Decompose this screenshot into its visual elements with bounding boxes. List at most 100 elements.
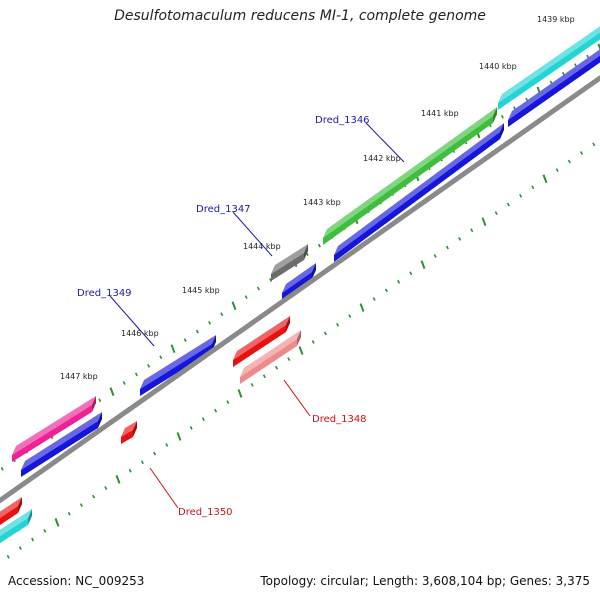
- gene-dred1347-strand[interactable]: [282, 272, 312, 300]
- minor-tick: [433, 254, 437, 258]
- gene-label-dred1350[interactable]: Dred_1350: [178, 507, 233, 518]
- gene-dred1350-top[interactable]: [121, 421, 137, 437]
- genome-summary-text: Topology: circular; Length: 3,608,104 bp…: [260, 574, 590, 588]
- gene-dred1346-strand[interactable]: [334, 132, 500, 262]
- ruler-label-1442: 1442 kbp: [363, 154, 401, 163]
- leader-dred1348: [283, 379, 311, 417]
- minor-tick: [287, 357, 291, 362]
- minor-tick: [592, 142, 596, 147]
- major-tick: [597, 43, 600, 51]
- major-tick: [170, 344, 176, 354]
- gene-dred1346-end[interactable]: [493, 107, 497, 123]
- accession-text: Accession: NC_009253: [8, 574, 145, 588]
- gene-dred1346-strand-end[interactable]: [500, 123, 504, 139]
- gene-dred1346-strand-top[interactable]: [334, 123, 504, 255]
- gene-dred1349-end[interactable]: [212, 335, 216, 351]
- minor-tick: [580, 151, 584, 155]
- gene-dred1350-end[interactable]: [133, 421, 137, 437]
- leader-dred1350: [149, 467, 179, 509]
- minor-tick: [372, 297, 376, 301]
- gene-red-left[interactable]: [0, 506, 18, 529]
- gene-magenta-end[interactable]: [92, 396, 96, 412]
- minor-tick: [122, 381, 126, 385]
- minor-tick: [555, 168, 559, 173]
- gene-cyan-top[interactable]: [498, 29, 600, 110]
- gene-dred1350[interactable]: [121, 430, 133, 444]
- minor-tick: [208, 321, 212, 325]
- major-tick: [542, 174, 548, 184]
- minor-tick: [189, 425, 193, 430]
- minor-tick: [244, 295, 248, 299]
- gene-dred1347-strand-end[interactable]: [312, 263, 316, 279]
- gene-label-dred1346[interactable]: Dred_1346: [315, 115, 370, 126]
- minor-tick: [128, 468, 132, 473]
- minor-tick: [256, 286, 260, 291]
- major-tick: [298, 346, 304, 355]
- minor-tick: [494, 211, 498, 215]
- gene-dred1349[interactable]: [140, 344, 212, 396]
- gene-red-left-end[interactable]: [18, 497, 22, 513]
- gene-dred1346-top[interactable]: [323, 107, 497, 238]
- gene-dred1347-top[interactable]: [271, 244, 308, 274]
- gene-dred1348-b[interactable]: [240, 339, 297, 384]
- minor-tick: [140, 460, 144, 465]
- minor-tick: [159, 355, 163, 360]
- gene-label-dred1348[interactable]: Dred_1348: [312, 414, 367, 425]
- gene-dred1348-top[interactable]: [233, 316, 290, 360]
- gene-dred1348-end[interactable]: [286, 316, 290, 332]
- minor-tick: [445, 245, 449, 250]
- gene-blue-left[interactable]: [21, 421, 98, 477]
- gene-dred1348-b-top[interactable]: [240, 330, 301, 377]
- minor-tick: [43, 529, 47, 533]
- gene-dred1349-top[interactable]: [140, 335, 216, 389]
- gene-magenta-top[interactable]: [12, 396, 96, 455]
- ruler-label-1447: 1447 kbp: [60, 372, 98, 381]
- minor-tick: [262, 374, 266, 379]
- minor-tick: [531, 185, 535, 190]
- ruler-label-1444: 1444 kbp: [243, 242, 281, 251]
- leader-dred1349: [109, 295, 155, 347]
- gene-blue-top[interactable]: [508, 52, 600, 127]
- minor-tick: [31, 537, 35, 542]
- ruler-label-1441: 1441 kbp: [421, 109, 459, 118]
- gene-cyan-left-top[interactable]: [0, 509, 32, 540]
- gene-red-left-top[interactable]: [0, 497, 22, 522]
- gene-dred1347[interactable]: [271, 253, 304, 281]
- minor-tick: [79, 503, 83, 508]
- ruler-label-1440: 1440 kbp: [479, 62, 517, 71]
- gene-dred1347-strand-top[interactable]: [282, 263, 316, 293]
- minor-tick: [165, 443, 169, 447]
- gene-dred1346[interactable]: [323, 116, 493, 245]
- gene-blue-top-top[interactable]: [508, 43, 600, 120]
- gene-dred1347-end[interactable]: [304, 244, 308, 260]
- gene-blue-left-top[interactable]: [21, 412, 102, 470]
- minor-tick: [214, 408, 218, 413]
- gene-blue-left-end[interactable]: [98, 412, 102, 428]
- minor-tick: [470, 228, 474, 233]
- gene-cyan-left[interactable]: [0, 518, 28, 547]
- major-tick: [176, 432, 182, 441]
- gene-label-dred1347[interactable]: Dred_1347: [196, 204, 251, 215]
- minor-tick: [104, 486, 108, 490]
- minor-tick: [92, 494, 96, 499]
- leader-dred1346: [365, 122, 405, 163]
- ruler-label-1443: 1443 kbp: [303, 198, 341, 207]
- ruler-label-1446: 1446 kbp: [121, 329, 159, 338]
- minor-tick: [250, 383, 254, 387]
- major-tick: [231, 301, 237, 311]
- gene-label-dred1349[interactable]: Dred_1349: [77, 288, 132, 299]
- gene-dred1348[interactable]: [233, 325, 286, 367]
- leader-dred1347: [232, 211, 273, 257]
- minor-tick: [567, 159, 571, 164]
- major-tick: [109, 387, 115, 396]
- gene-dred1348-b-end[interactable]: [297, 330, 301, 346]
- gene-cyan-top-top[interactable]: [498, 20, 600, 103]
- gene-cyan-left-end[interactable]: [28, 509, 32, 525]
- ruler-label-1445: 1445 kbp: [182, 286, 220, 295]
- minor-tick: [458, 236, 462, 241]
- minor-tick: [134, 372, 138, 377]
- minor-tick: [226, 400, 230, 404]
- gene-magenta[interactable]: [12, 405, 92, 462]
- minor-tick: [275, 365, 279, 370]
